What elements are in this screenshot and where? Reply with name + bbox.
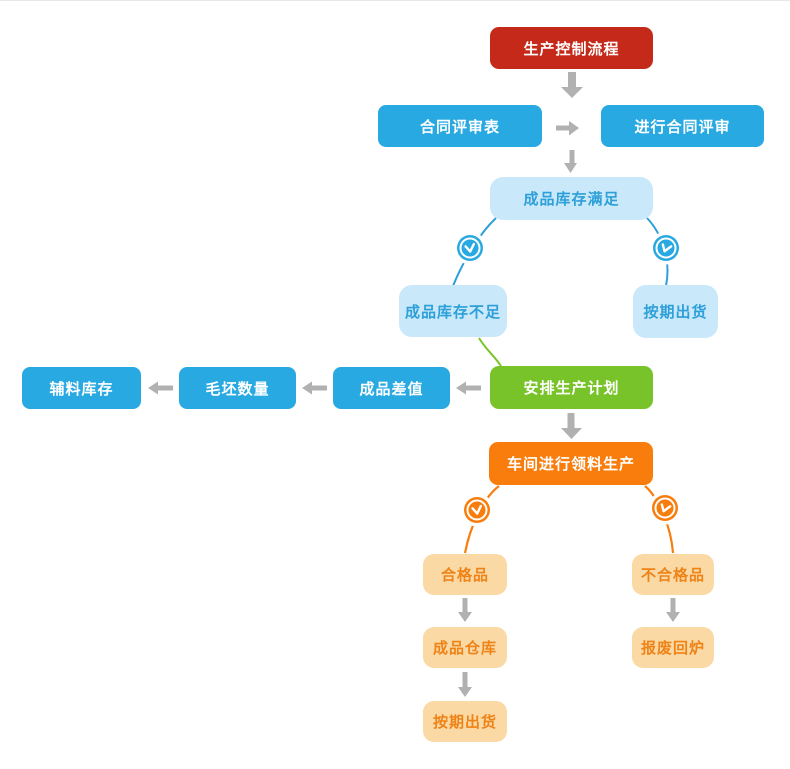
clock-icon xyxy=(459,492,495,528)
arrow-down-unqualified-scrap xyxy=(666,598,680,622)
node-conduct-contract-review[interactable]: 进行合同评审 xyxy=(601,105,764,147)
clock-icon xyxy=(648,230,684,266)
node-stock-insufficient[interactable]: 成品库存不足 xyxy=(399,285,507,337)
node-auxiliary-stock[interactable]: 辅料库存 xyxy=(22,367,141,409)
arrow-left-to-blank-quantity xyxy=(302,381,327,395)
node-finished-warehouse[interactable]: 成品仓库 xyxy=(423,627,507,668)
node-ship-on-schedule-bottom[interactable]: 按期出货 xyxy=(423,701,507,742)
curve-schedule-production xyxy=(478,337,502,367)
node-schedule-production[interactable]: 安排生产计划 xyxy=(490,366,653,409)
arrow-down-qualified-warehouse xyxy=(458,598,472,622)
node-workshop-material-production[interactable]: 车间进行领料生产 xyxy=(489,442,653,485)
clock-icon xyxy=(452,230,488,266)
arrow-left-to-product-difference xyxy=(456,381,481,395)
node-unqualified-product[interactable]: 不合格品 xyxy=(632,554,714,595)
arrow-down-start xyxy=(561,72,583,98)
clock-icon xyxy=(647,490,683,526)
arrow-down-to-workshop xyxy=(561,413,582,439)
node-stock-sufficient[interactable]: 成品库存满足 xyxy=(490,177,653,220)
node-contract-review-form[interactable]: 合同评审表 xyxy=(378,105,542,147)
node-product-difference[interactable]: 成品差值 xyxy=(333,367,450,409)
node-blank-quantity[interactable]: 毛坯数量 xyxy=(179,367,296,409)
arrow-down-to-stock-sufficient xyxy=(564,150,577,173)
arrow-right-contract-review xyxy=(556,121,579,136)
node-start[interactable]: 生产控制流程 xyxy=(490,27,653,69)
arrow-down-warehouse-ship xyxy=(458,672,472,697)
arrow-left-to-auxiliary-stock xyxy=(148,381,173,395)
node-qualified-product[interactable]: 合格品 xyxy=(423,554,507,595)
node-scrap-remelt[interactable]: 报废回炉 xyxy=(632,627,714,668)
node-ship-on-schedule-top[interactable]: 按期出货 xyxy=(633,285,718,338)
